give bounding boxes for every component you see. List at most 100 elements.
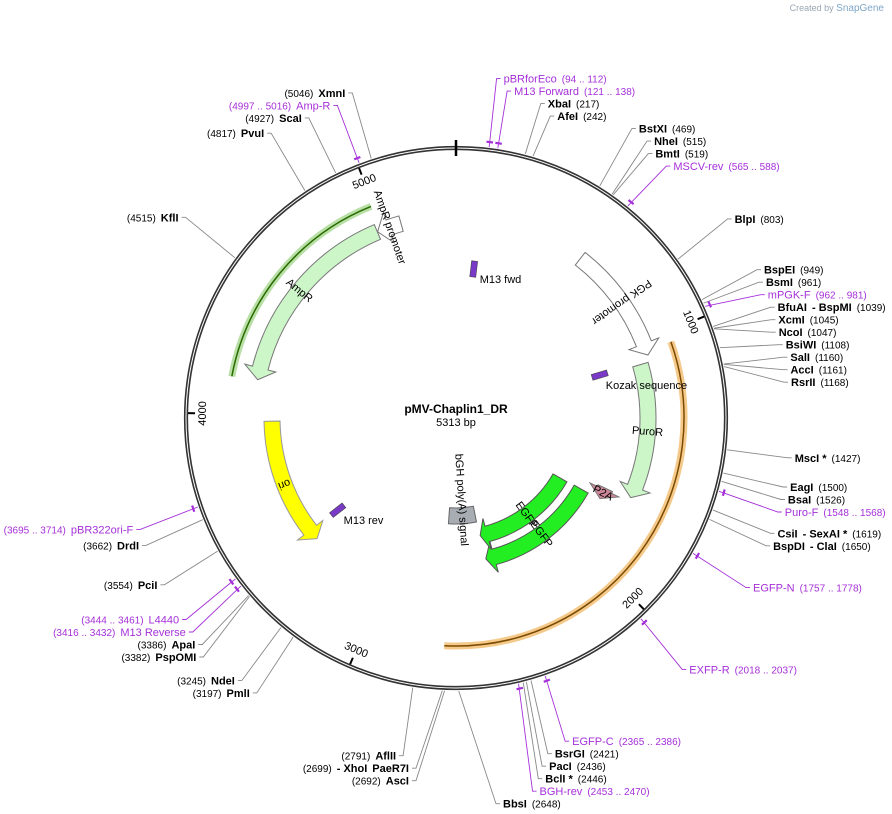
feature-bgh[interactable] xyxy=(447,505,478,525)
enzyme-label-csii[interactable]: CsiI- SexAI *(1619) xyxy=(777,528,881,540)
enzyme-label-bmti[interactable]: BmtI(519) xyxy=(655,149,708,161)
primer-label-pbrforeco[interactable]: pBRforEco(94 .. 112) xyxy=(504,74,607,86)
primer-name-text: EGFP-C xyxy=(572,736,614,748)
primer-leader-m13-reverse xyxy=(188,585,242,633)
enzyme-leader-xbai xyxy=(524,103,545,155)
primer-label-mscv-rev[interactable]: MSCV-rev(565 .. 588) xyxy=(673,161,779,173)
enzyme-label-nhei[interactable]: NheI(515) xyxy=(654,136,706,148)
enzyme-label-pvui[interactable]: (4817)PvuI xyxy=(207,128,264,140)
primer-label-egfp-n[interactable]: EGFP-N(1757 .. 1778) xyxy=(753,583,862,595)
primer-leader-pbr322ori-f xyxy=(136,506,199,530)
primer-site-bgh-rev[interactable] xyxy=(516,686,524,691)
enzyme-label-xbai[interactable]: XbaI(217) xyxy=(548,99,600,111)
primer-leader-bgh-rev xyxy=(518,683,537,792)
feature-ampr[interactable] xyxy=(243,223,382,381)
primer-site-mpgk-f[interactable] xyxy=(707,300,713,308)
enzyme-leader-pvui xyxy=(267,132,306,191)
enzyme-label-eagi[interactable]: EagI(1500) xyxy=(790,482,847,494)
enzyme-label-bbsi[interactable]: BbsI(2648) xyxy=(503,799,561,811)
primer-label-mpgk-f[interactable]: mPGK-F(962 .. 981) xyxy=(768,290,867,302)
small-feature-m13-rev[interactable] xyxy=(329,502,347,518)
feature-egfp-1[interactable] xyxy=(485,484,589,573)
feature-label-p2a: P2A xyxy=(591,483,616,503)
enzyme-label-blpi[interactable]: BlpI(803) xyxy=(735,214,784,226)
enzyme-label-scai[interactable]: (4927)ScaI xyxy=(245,113,302,125)
primer-site-egfp-n[interactable] xyxy=(694,552,700,560)
enzyme-label-xmni[interactable]: (5046)XmnI xyxy=(284,88,345,100)
enzyme-label-bcli[interactable]: BclI *(2446) xyxy=(545,774,606,786)
enzyme-label-afei[interactable]: AfeI(242) xyxy=(557,111,606,123)
enzyme-label-bsai[interactable]: BsaI(1526) xyxy=(788,494,845,506)
enzyme-label-bsmi[interactable]: BsmI(961) xyxy=(766,277,821,289)
enzyme-label-msci[interactable]: MscI *(1427) xyxy=(795,453,861,465)
primer-label-m13-forward[interactable]: M13 Forward(121 .. 138) xyxy=(514,86,635,98)
primer-label-puro-f[interactable]: Puro-F(1548 .. 1568) xyxy=(785,507,886,519)
primer-leader-egfp-n xyxy=(692,553,751,589)
primer-site-puro-f[interactable] xyxy=(721,489,726,497)
primer-label-bgh-rev[interactable]: BGH-rev(2453 .. 2470) xyxy=(540,786,650,798)
primer-pos-text: (3416 .. 3432) xyxy=(53,628,115,639)
primer-site-pbrforeco[interactable] xyxy=(486,140,494,144)
enzyme-name-text: RsrII xyxy=(791,377,815,389)
primer-label-amp-r[interactable]: (4997 .. 5016)Amp-R xyxy=(229,100,331,112)
enzyme-label-pmli[interactable]: (3197)PmlI xyxy=(193,688,250,700)
primer-site-mscv-rev[interactable] xyxy=(627,199,635,205)
enzyme-leader-msci xyxy=(727,449,792,459)
enzyme-name-text: XcmI xyxy=(778,315,804,327)
primer-site-pbr322ori-f[interactable] xyxy=(191,505,196,513)
feature-egfp-2[interactable] xyxy=(479,473,568,550)
primer-pos-text: (2018 .. 2037) xyxy=(735,666,797,677)
enzyme-pos-text: (1160) xyxy=(815,353,843,364)
enzyme-name-text: PaeR7I xyxy=(372,763,409,775)
enzyme-label-bfuai[interactable]: BfuAI- BspMI(1039) xyxy=(778,302,886,314)
enzyme-label-ncoi[interactable]: NcoI(1047) xyxy=(779,327,837,339)
small-feature-kozak-sequence[interactable] xyxy=(590,369,609,381)
enzyme-label-sali[interactable]: SalI(1160) xyxy=(790,352,843,364)
primer-site-egfp-c[interactable] xyxy=(543,678,551,683)
primer-site-l4440[interactable] xyxy=(228,578,235,586)
small-feature-label-kozak-sequence: Kozak sequence xyxy=(606,380,687,392)
feature-p2a[interactable] xyxy=(588,481,621,500)
enzyme-label-ndei[interactable]: (3245)NdeI xyxy=(177,675,235,687)
primer-site-m13-forward[interactable] xyxy=(495,141,502,145)
enzyme-label-kfli[interactable]: (4515)KflI xyxy=(127,212,179,224)
enzyme-label-xcmi[interactable]: XcmI(1045) xyxy=(778,315,838,327)
enzyme-label-bsrgi[interactable]: BsrGI(2421) xyxy=(555,749,619,761)
enzyme-leader-bfuai xyxy=(713,306,775,327)
small-feature-m13-fwd[interactable] xyxy=(469,260,478,278)
enzyme-label-paci[interactable]: PacI(2436) xyxy=(549,761,606,773)
enzyme-label-aflii[interactable]: (2791)AflII xyxy=(341,751,396,763)
primer-site-m13-reverse[interactable] xyxy=(234,585,240,593)
primer-site-amp-r[interactable] xyxy=(353,155,361,161)
primer-site-exfp-r[interactable] xyxy=(641,619,648,626)
primer-label-pbr322ori-f[interactable]: (3695 .. 3714)pBR322ori-F xyxy=(4,524,134,536)
primer-label-egfp-c[interactable]: EGFP-C(2365 .. 2386) xyxy=(572,736,681,748)
enzyme-label-bspei[interactable]: BspEI(949) xyxy=(764,265,824,277)
enzyme-label-acci[interactable]: AccI(1161) xyxy=(790,365,846,377)
enzyme-label-apai[interactable]: (3386)ApaI xyxy=(138,639,196,651)
enzyme-label-pspomi[interactable]: (3382)PspOMI xyxy=(121,652,196,664)
enzyme-label-drdi[interactable]: (3662)DrdI xyxy=(83,540,139,552)
enzyme-label-bsiwi[interactable]: BsiWI(1108) xyxy=(786,340,850,352)
primer-label-exfp-r[interactable]: EXFP-R(2018 .. 2037) xyxy=(689,665,797,677)
primer-label-m13-reverse[interactable]: (3416 .. 3432)M13 Reverse xyxy=(53,627,186,639)
tick-mark xyxy=(697,315,705,321)
enzyme-label-bstxi[interactable]: BstXI(469) xyxy=(639,124,695,136)
enzyme-label-bspdi[interactable]: BspDI- ClaI(1650) xyxy=(773,541,871,553)
primer-label-l4440[interactable]: (3444 .. 3461)L4440 xyxy=(81,614,179,626)
enzyme-label-asci[interactable]: (2692)AscI xyxy=(352,776,409,788)
feature-ori[interactable] xyxy=(263,420,324,541)
enzyme-label-pcii[interactable]: (3554)PciI xyxy=(104,580,157,592)
primer-pos-text: (3444 .. 3461) xyxy=(81,615,143,626)
feature-pgk-promoter[interactable] xyxy=(574,251,660,356)
enzyme-name-text: ApaI xyxy=(171,639,195,651)
enzyme-pos-text: (803) xyxy=(760,215,783,226)
feature-puror[interactable] xyxy=(618,361,657,499)
plasmid-backbone xyxy=(183,140,729,691)
enzyme-label-rsrii[interactable]: RsrII(1168) xyxy=(791,377,849,389)
feature-ampr-promoter[interactable] xyxy=(377,210,404,244)
primer-name-text: Amp-R xyxy=(296,100,330,112)
feature-label-ori: ori xyxy=(276,476,292,492)
enzyme-pos-text: (2699) xyxy=(303,764,332,775)
